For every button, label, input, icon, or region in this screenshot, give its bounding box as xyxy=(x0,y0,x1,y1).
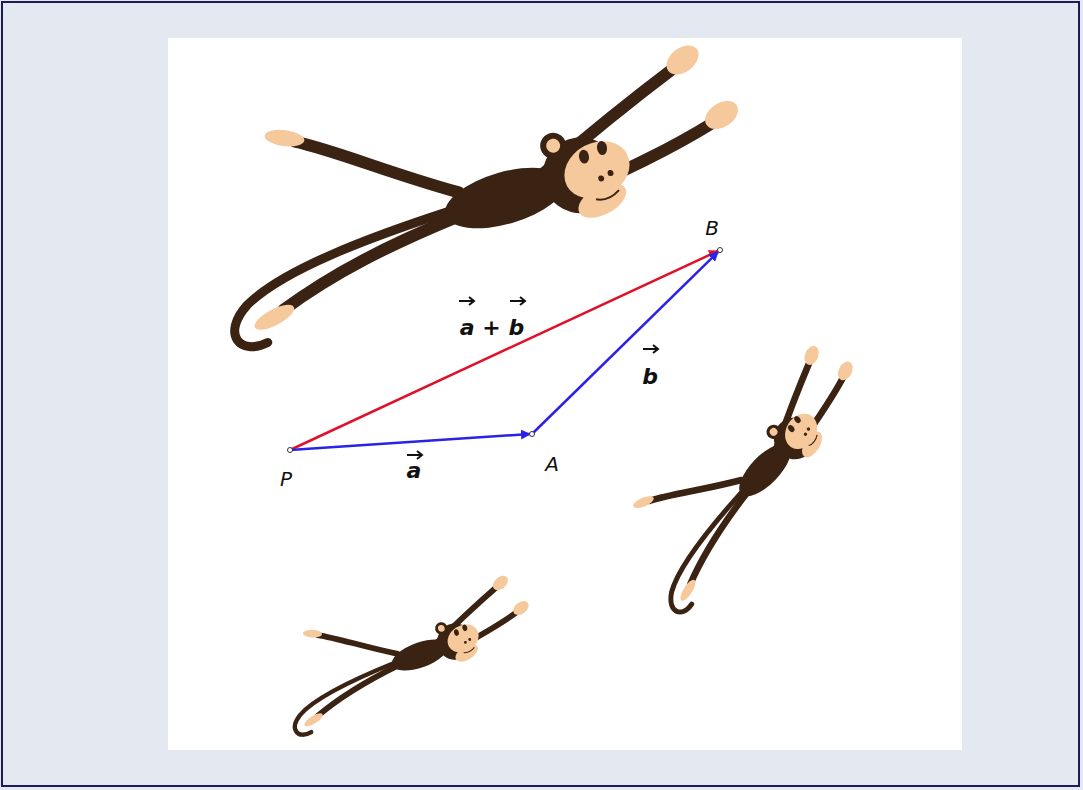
monkey-figure xyxy=(596,329,910,615)
sum-vector xyxy=(290,251,718,450)
monkey-figure xyxy=(203,33,765,349)
vector-label: a xyxy=(407,458,422,483)
point-label: B xyxy=(705,216,719,240)
point xyxy=(530,432,535,437)
point-label: P xyxy=(280,467,292,491)
vector-accents xyxy=(407,297,658,459)
vector-label: b xyxy=(642,364,658,389)
point xyxy=(718,248,723,253)
point-label: A xyxy=(545,452,559,476)
vector-b xyxy=(532,252,718,434)
point xyxy=(288,448,293,453)
monkey-figure xyxy=(272,569,547,737)
vector-label: a + b xyxy=(460,315,524,340)
vector-a xyxy=(290,434,530,450)
